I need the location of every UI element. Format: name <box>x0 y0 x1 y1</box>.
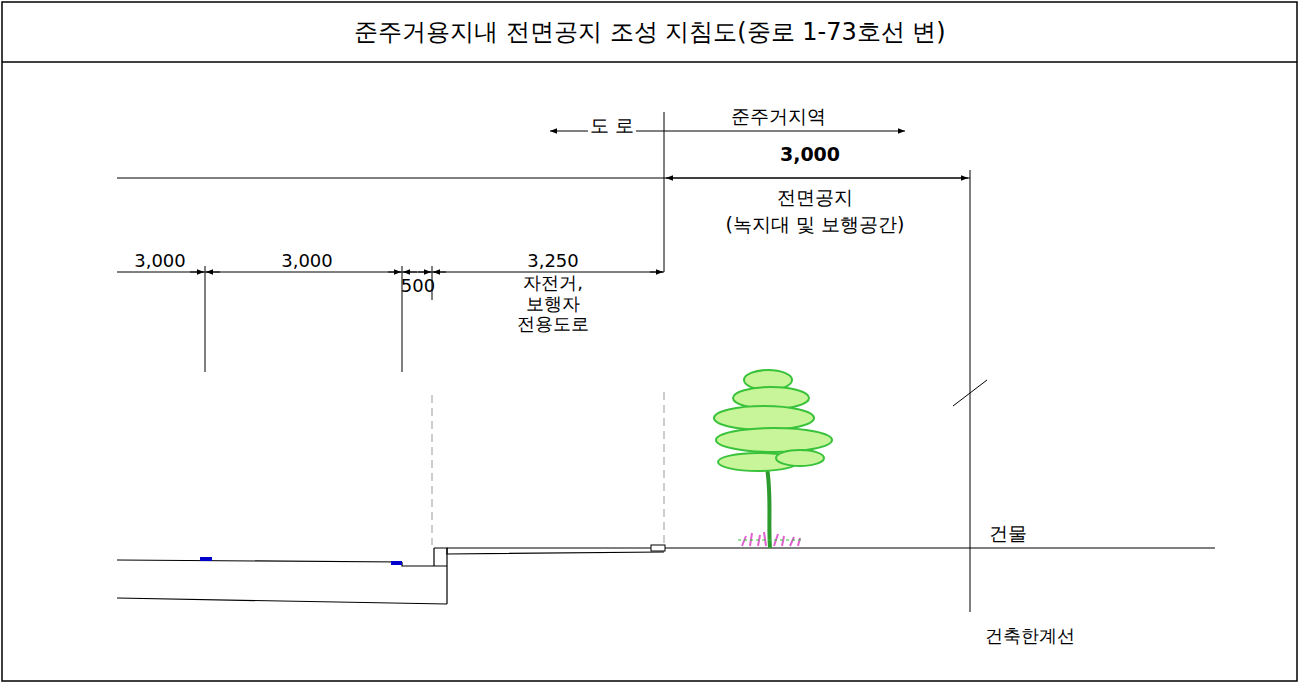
dimension-arrow <box>666 178 968 179</box>
dimension-arrow <box>206 272 220 273</box>
zone-label: 도 로 <box>588 115 636 137</box>
dimension-arrow <box>388 272 401 273</box>
boundary-line <box>664 112 665 272</box>
building-line <box>970 170 971 612</box>
curb <box>402 548 447 604</box>
dimension-arrow <box>650 272 663 273</box>
building-label: 건물 <box>989 523 1027 545</box>
dimension-arrow <box>190 272 204 273</box>
lane-mark <box>391 561 402 565</box>
dimension-text: 3,000 <box>780 144 840 166</box>
extension-line <box>205 266 206 372</box>
title-rule <box>2 61 1297 63</box>
lane-label: 자전거,보행자 전용도로 <box>517 273 589 335</box>
limit-line-label: 건축한계선 <box>985 626 1075 647</box>
dimension-text: 3,000 <box>134 251 186 272</box>
lane-mark <box>200 557 212 561</box>
dimension-arrow <box>403 272 417 273</box>
dimension-text: 3,250 <box>527 251 579 272</box>
sidewalk <box>447 548 664 554</box>
area-label: 전면공지 <box>777 187 853 209</box>
tree <box>714 370 832 548</box>
ground-line <box>664 547 1215 548</box>
dashed-line <box>432 395 433 545</box>
dimension-text: 500 <box>401 276 435 297</box>
dimension-line <box>117 178 970 179</box>
edge-stone <box>651 545 665 551</box>
area-label: (녹지대 및 보행공간) <box>726 214 905 236</box>
dimension-arrow <box>418 272 431 273</box>
diagram-title: 준주거용지내 전면공지 조성 지침도(중로 1-73호선 변) <box>354 19 945 47</box>
dashed-line <box>664 392 665 545</box>
break-mark <box>953 380 987 406</box>
dimension-arrow <box>433 272 446 273</box>
road-surface <box>117 560 447 604</box>
zone-label: 준주거지역 <box>729 106 828 128</box>
dimension-text: 3,000 <box>281 251 333 272</box>
